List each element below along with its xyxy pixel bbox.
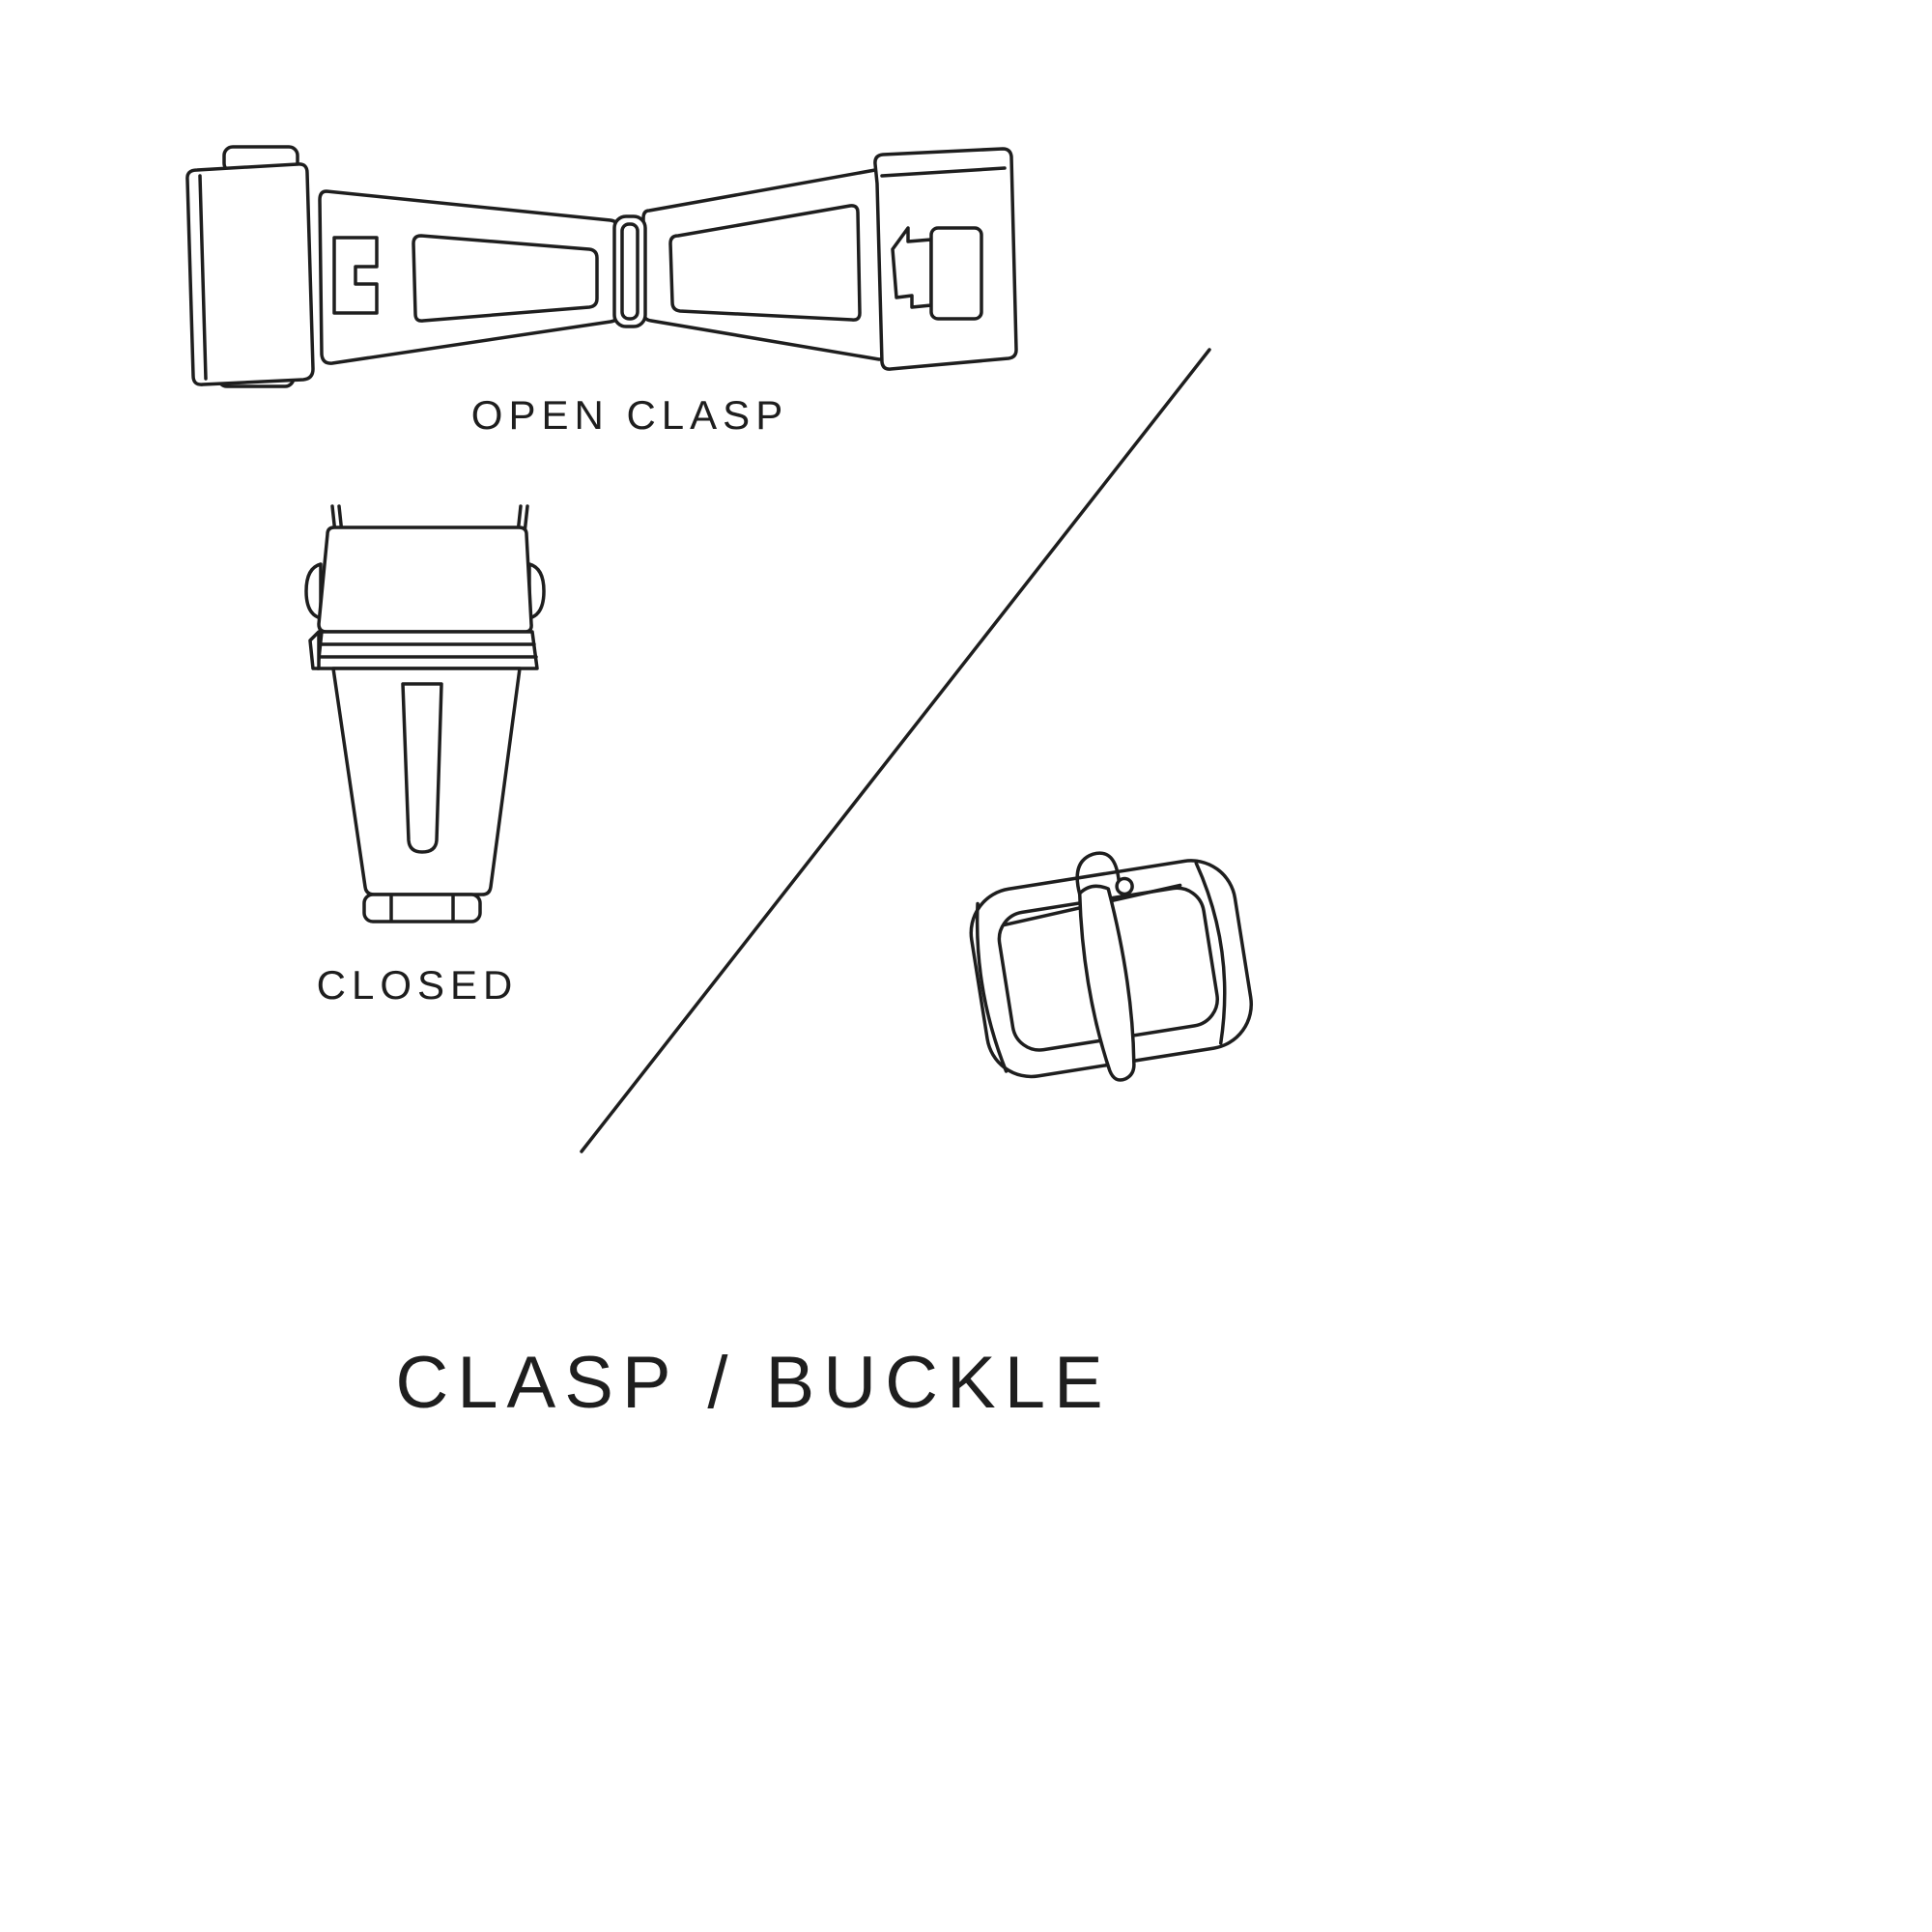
buckle-illustration xyxy=(952,833,1280,1113)
open-clasp-drawing xyxy=(185,145,1018,388)
buckle-drawing xyxy=(969,851,1254,1082)
closed-clasp-illustration xyxy=(295,504,555,949)
divider-line xyxy=(560,328,1236,1179)
closed-caption: CLOSED xyxy=(316,962,519,1008)
closed-clasp-drawing xyxy=(304,504,546,923)
open-clasp-illustration xyxy=(174,143,1024,394)
page-title: CLASP / BUCKLE xyxy=(395,1342,1112,1424)
open-clasp-caption: OPEN CLASP xyxy=(470,392,789,438)
